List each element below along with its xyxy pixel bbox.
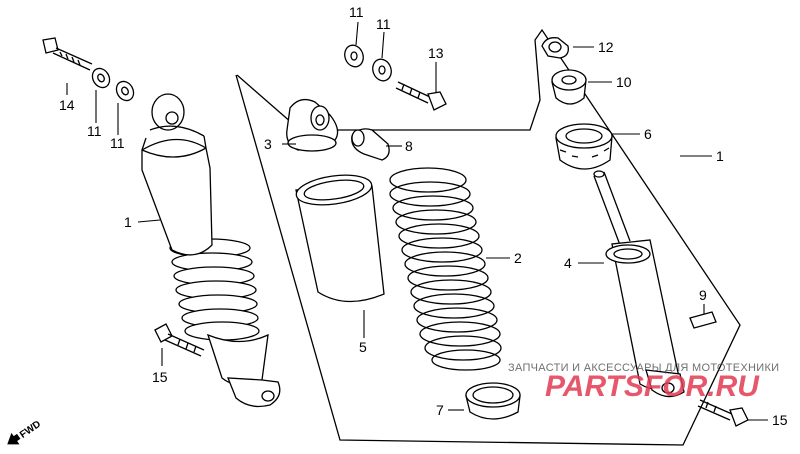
bolt-15-right bbox=[697, 399, 749, 427]
label-5: 5 bbox=[359, 339, 367, 355]
label-10: 10 bbox=[616, 74, 632, 90]
label-15-right: 15 bbox=[772, 412, 788, 428]
label-11-top-b: 11 bbox=[376, 16, 391, 32]
watermark-logo: PARTSFOR.RU bbox=[545, 370, 760, 403]
fwd-label: FWD bbox=[18, 419, 43, 441]
label-2: 2 bbox=[514, 250, 522, 266]
spring-guide-5 bbox=[295, 174, 385, 303]
label-11-left-b: 11 bbox=[110, 135, 125, 151]
assembly-outline bbox=[235, 28, 741, 446]
damper-rod-4 bbox=[593, 170, 685, 398]
bolt-15-left bbox=[154, 323, 205, 357]
label-9-tag bbox=[689, 311, 717, 329]
spring-seat-7 bbox=[465, 382, 521, 420]
label-15-left: 15 bbox=[152, 369, 168, 385]
watermark-text: ЗАПЧАСТИ И АКСЕССУАРЫ ДЛЯ МОТОТЕХНИКИ bbox=[508, 362, 779, 374]
part-labels: 14 11 11 11 11 13 12 10 6 1 1 3 8 2 4 5 … bbox=[59, 4, 788, 428]
label-13: 13 bbox=[428, 45, 444, 61]
watermark: ЗАПЧАСТИ И АКСЕССУАРЫ ДЛЯ МОТОТЕХНИКИ PA… bbox=[508, 362, 779, 403]
spring-adjuster-6 bbox=[555, 123, 613, 170]
label-9: 9 bbox=[699, 287, 707, 303]
coil-spring-2 bbox=[389, 167, 502, 371]
label-8: 8 bbox=[405, 138, 413, 154]
label-4: 4 bbox=[564, 255, 572, 271]
label-14: 14 bbox=[59, 97, 75, 113]
upper-joint-3 bbox=[286, 98, 339, 152]
label-3: 3 bbox=[264, 136, 272, 152]
forward-arrow: FWD bbox=[7, 419, 43, 445]
label-11-left-a: 11 bbox=[87, 123, 102, 139]
washer-11-left-b bbox=[115, 80, 135, 102]
label-7: 7 bbox=[436, 402, 444, 418]
label-12: 12 bbox=[598, 39, 614, 55]
rubber-bushing-8 bbox=[351, 128, 390, 161]
rear-shock-absorber-assembly bbox=[141, 93, 281, 408]
label-11-top-a: 11 bbox=[349, 4, 364, 20]
washer-11-left-a bbox=[91, 67, 111, 89]
nut-12 bbox=[541, 37, 569, 59]
bushing-10 bbox=[551, 69, 587, 105]
washer-11-top-a bbox=[344, 44, 364, 68]
assembled-spring bbox=[169, 238, 260, 341]
shock-body bbox=[141, 138, 213, 256]
upper-mount-eye bbox=[151, 93, 185, 131]
washer-11-top-b bbox=[372, 58, 392, 82]
bolt-14 bbox=[42, 37, 93, 71]
label-1-left: 1 bbox=[124, 214, 132, 230]
label-6: 6 bbox=[644, 126, 652, 142]
leader-lines bbox=[66, 21, 768, 421]
bolt-13 bbox=[395, 81, 447, 111]
label-1-right: 1 bbox=[716, 148, 724, 164]
